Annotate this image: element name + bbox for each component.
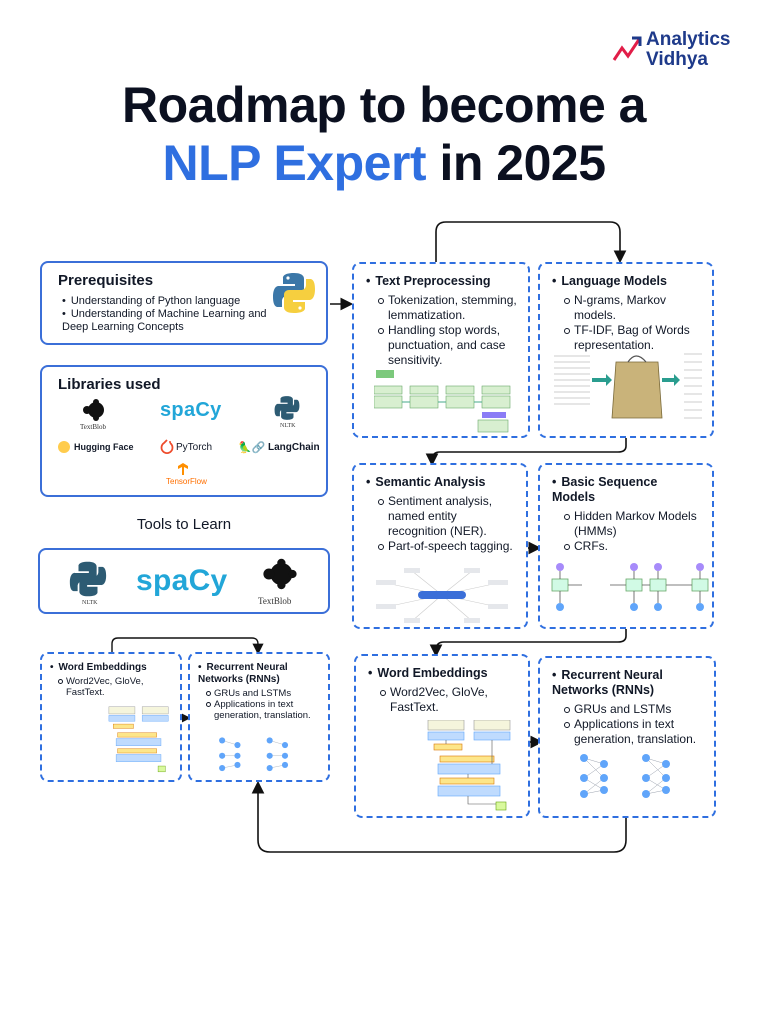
card-language-models: Language Models N-grams, Markov models. … (538, 262, 714, 438)
title-rest: in 2025 (426, 135, 606, 191)
card-word-embeddings: Word Embeddings Word2Vec, GloVe, FastTex… (354, 654, 530, 818)
card-item: Tokenization, stemming, lemmatization. (378, 293, 518, 323)
card-list: N-grams, Markov models. TF-IDF, Bag of W… (552, 293, 702, 353)
hugging-face-label: Hugging Face (74, 442, 134, 452)
prerequisites-list: Understanding of Python language Underst… (62, 295, 272, 334)
card-title: Language Models (552, 274, 702, 289)
pytorch-label: PyTorch (176, 442, 213, 453)
card-title: Semantic Analysis (366, 475, 516, 490)
card-item: Word2Vec, GloVe, FastText. (380, 685, 518, 715)
card-item: GRUs and LSTMs (564, 702, 704, 717)
brand-chart-icon (612, 36, 642, 61)
card-text-preprocessing: Text Preprocessing Tokenization, stemmin… (352, 262, 530, 438)
title-accent: NLP Expert (162, 135, 427, 191)
card-list: Word2Vec, GloVe, FastText. (368, 685, 518, 715)
prerequisites-title: Prerequisites (58, 272, 154, 289)
prereq-item: Understanding of Python language (62, 295, 272, 308)
card-item: Hidden Markov Models (HMMs) (564, 509, 702, 539)
spacy-tool-logo: spaCy (136, 564, 228, 597)
langchain-label: LangChain (268, 442, 320, 453)
card-title: Text Preprocessing (366, 274, 518, 289)
card-title: Word Embeddings (50, 662, 174, 674)
card-sequence-models: Basic Sequence Models Hidden Markov Mode… (538, 463, 714, 629)
nltk-tool-icon (69, 561, 107, 597)
card-item: N-grams, Markov models. (564, 293, 702, 323)
card-list: Tokenization, stemming, lemmatization. H… (366, 293, 518, 368)
card-item: Sentiment analysis, named entity recogni… (378, 494, 516, 539)
brand-line-1: Analytics (646, 29, 731, 50)
nltk-logo-icon (274, 396, 300, 420)
card-rnn-small: Recurrent Neural Networks (RNNs) GRUs an… (188, 652, 330, 782)
tools-title: Tools to Learn (136, 516, 232, 533)
textblob-logo-icon (83, 399, 104, 421)
textblob-label: TextBlob (80, 423, 106, 431)
word-embedding-architecture-diagram-small (108, 706, 169, 773)
semantic-analysis-diagram (376, 568, 508, 623)
card-list: Word2Vec, GloVe, FastText. (50, 676, 174, 698)
pytorch-flame-icon (160, 439, 174, 454)
card-item: Word2Vec, GloVe, FastText. (58, 676, 174, 698)
arrow-preprocessing-to-language-models (435, 221, 627, 264)
python-logo-icon (273, 273, 315, 313)
card-title: Recurrent Neural Networks (RNNs) (198, 662, 322, 686)
nltk-tool-label: NLTK (82, 600, 98, 606)
hugging-face-icon (58, 441, 70, 453)
brand-line-2: Vidhya (646, 49, 708, 70)
langchain-icon: 🦜🔗 (238, 442, 266, 454)
card-rnn: Recurrent Neural Networks (RNNs) GRUs an… (538, 656, 716, 818)
tools-box: NLTK spaCy TextBlob (38, 548, 330, 614)
page-title: Roadmap to become a NLP Expert in 2025 (0, 76, 768, 192)
card-list: GRUs and LSTMs Applications in text gene… (198, 688, 322, 721)
card-title: Recurrent Neural Networks (RNNs) (552, 668, 704, 698)
card-title: Word Embeddings (368, 666, 518, 681)
rnn-network-diagram (580, 754, 670, 798)
analytics-vidhya-logo: Analytics Vidhya (612, 28, 762, 72)
textblob-tool-icon (263, 558, 297, 590)
rnn-network-diagram-small (219, 737, 289, 772)
word-embedding-architecture-diagram (427, 720, 511, 811)
card-item: Handling stop words, punctuation, and ca… (378, 323, 518, 368)
title-line-1: Roadmap to become a (122, 77, 646, 133)
bag-of-words-diagram (554, 353, 702, 419)
card-list: Hidden Markov Models (HMMs) CRFs. (552, 509, 702, 554)
card-semantic-analysis: Semantic Analysis Sentiment analysis, na… (352, 463, 528, 629)
card-title: Basic Sequence Models (552, 475, 702, 505)
card-item: TF-IDF, Bag of Words representation. (564, 323, 702, 353)
card-item: Applications in text generation, transla… (564, 717, 704, 747)
arrow-small-top (111, 637, 264, 655)
spacy-logo: spaCy (160, 399, 222, 421)
card-item: Applications in text generation, transla… (206, 699, 322, 721)
sequence-model-diagram (551, 563, 709, 611)
card-item: Part-of-speech tagging. (378, 539, 516, 554)
card-list: GRUs and LSTMs Applications in text gene… (552, 702, 704, 747)
libraries-box: Libraries used TextBlob spaCy NLTK Huggi… (40, 365, 328, 497)
arrow-language-to-semantic (425, 438, 627, 467)
tensorflow-icon (178, 463, 188, 475)
card-word-embeddings-small: Word Embeddings Word2Vec, GloVe, FastTex… (40, 652, 182, 782)
card-item: GRUs and LSTMs (206, 688, 322, 699)
libraries-title: Libraries used (58, 376, 161, 393)
card-item: CRFs. (564, 539, 702, 554)
prereq-item: Understanding of Machine Learning and De… (62, 308, 272, 334)
arrow-sequence-to-embeddings (429, 628, 627, 658)
textblob-tool-label: TextBlob (258, 596, 292, 606)
card-list: Sentiment analysis, named entity recogni… (366, 494, 516, 554)
prerequisites-box: Prerequisites Understanding of Python la… (40, 261, 328, 345)
preprocessing-pipeline-diagram (374, 370, 511, 433)
tensorflow-label: TensorFlow (166, 477, 207, 486)
nltk-label: NLTK (280, 423, 296, 429)
title-line-2: NLP Expert in 2025 (0, 134, 768, 192)
